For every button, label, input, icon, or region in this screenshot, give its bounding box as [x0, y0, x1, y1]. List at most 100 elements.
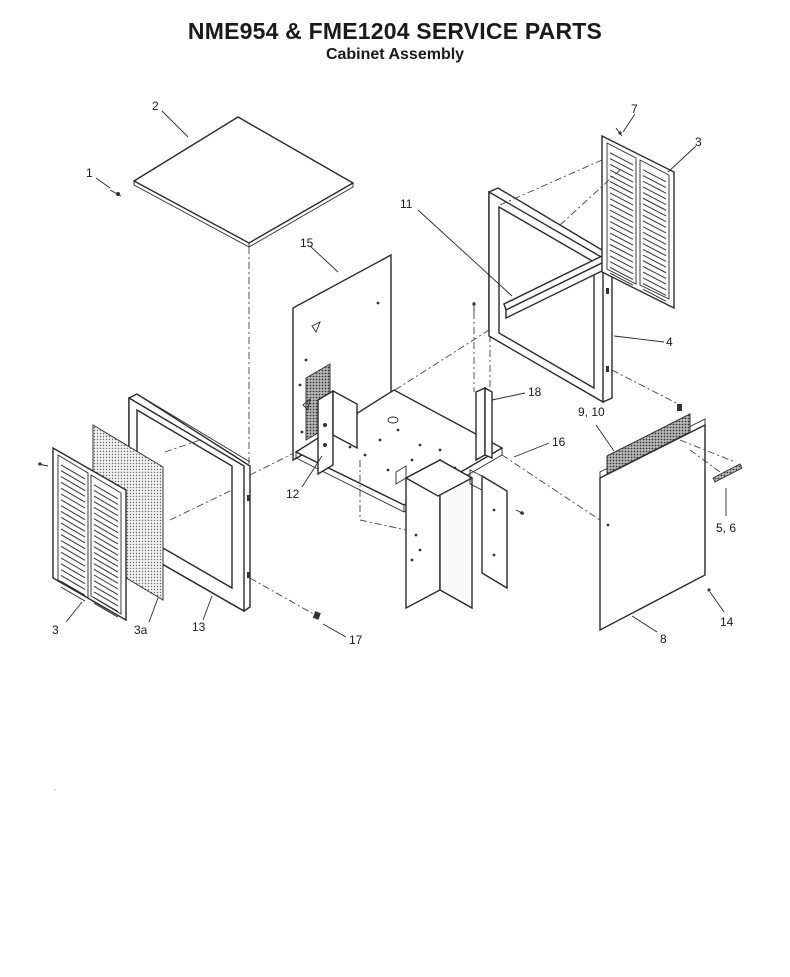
- crossbar-part-11: [503, 255, 605, 320]
- louver-slat: [93, 540, 119, 556]
- louver-slat: [642, 197, 667, 211]
- louver-slat: [609, 181, 634, 194]
- louver-slat: [609, 169, 634, 183]
- louver-slat: [93, 591, 119, 607]
- louver-slat: [60, 586, 86, 602]
- callout-4: 4: [666, 335, 673, 349]
- louver-slat: [60, 534, 86, 550]
- louver-slat: [642, 277, 667, 291]
- callout-9-10: 9, 10: [578, 405, 605, 419]
- louver-slat: [609, 272, 634, 286]
- louver-slat: [93, 597, 119, 612]
- louver-slat: [60, 481, 86, 497]
- louver-slat: [93, 518, 119, 534]
- top-panel: [132, 116, 355, 248]
- louver-slat: [642, 169, 667, 183]
- louver-slat: [609, 232, 634, 246]
- page-subtitle: Cabinet Assembly: [325, 46, 465, 63]
- screw-left: [37, 462, 49, 467]
- louver-slat: [642, 237, 667, 251]
- louver-slat: [642, 265, 667, 279]
- louver-slat: [93, 512, 119, 528]
- louver-slat: [609, 221, 634, 235]
- filter-strip-part-9-10: [606, 413, 691, 475]
- louver-slat: [93, 557, 119, 573]
- clip-part-17: [312, 611, 321, 620]
- louver-slat: [609, 249, 634, 263]
- louver-slat: [609, 152, 634, 166]
- callout-3-top: 3: [695, 135, 702, 149]
- screw-center: [515, 509, 525, 515]
- louver-slat: [609, 226, 634, 240]
- louver-slat: [60, 493, 86, 509]
- callout-12: 12: [286, 487, 300, 501]
- callout-2: 2: [152, 99, 159, 113]
- callout-labels: 2 1 7 3 11 15 4 18 9, 10 16 12 5, 6 3 3a…: [52, 99, 736, 647]
- louver-slat: [60, 522, 86, 538]
- louver-slat: [609, 255, 634, 269]
- louver-slat: [642, 283, 667, 296]
- louver-slat: [609, 266, 634, 280]
- louver-slat: [60, 528, 86, 544]
- louver-slat: [642, 243, 667, 257]
- louver-slat: [642, 226, 667, 240]
- louver-slat: [93, 568, 119, 584]
- louver-slat: [60, 511, 86, 526]
- louver-slat: [609, 238, 634, 252]
- louver-slat: [93, 484, 119, 500]
- callout-14: 14: [720, 615, 734, 629]
- fastener-part-5-6: [712, 463, 743, 483]
- louver-slat: [642, 180, 667, 194]
- louver-slat: [642, 209, 667, 223]
- bracket-part-12: [317, 389, 358, 476]
- louver-slat: [60, 470, 86, 486]
- louver-slat: [642, 288, 667, 302]
- louver-slat: [93, 552, 119, 567]
- louver-slat: [642, 271, 667, 285]
- louver-slat: [93, 602, 119, 618]
- louver-slat: [60, 476, 86, 491]
- louver-slat: [60, 545, 86, 561]
- louver-slat: [60, 516, 86, 532]
- louver-slat: [609, 163, 634, 177]
- louver-slat: [60, 551, 86, 567]
- guide-line-base-right: [501, 454, 601, 521]
- front-grille-left: [52, 446, 127, 622]
- louver-slat: [642, 248, 667, 262]
- screw-part-14: [707, 588, 711, 592]
- callout-7: 7: [631, 102, 638, 116]
- screw-post: [472, 302, 476, 312]
- louver-slat: [642, 192, 667, 206]
- callout-3-bottom: 3: [52, 623, 59, 637]
- callout-11: 11: [400, 197, 413, 211]
- louver-slat: [93, 563, 119, 579]
- louver-slat: [642, 203, 667, 217]
- louver-slat: [609, 192, 634, 206]
- louver-slat: [93, 529, 119, 545]
- control-box: [395, 458, 474, 610]
- louver-slat: [60, 575, 86, 590]
- louver-slat: [642, 214, 667, 228]
- louver-slat: [60, 580, 86, 596]
- screw-part-1: [109, 189, 122, 197]
- louver-slat: [93, 490, 119, 505]
- louver-slat: [642, 260, 667, 274]
- louver-slat: [642, 175, 667, 188]
- louver-slat: [60, 505, 86, 521]
- guide-line-filter: [169, 489, 233, 521]
- louver-slat: [93, 585, 119, 601]
- clip-right: [677, 404, 682, 411]
- guide-line-strip-2: [689, 449, 721, 473]
- louver-slat: [609, 244, 634, 257]
- guide-line-filter-top: [164, 439, 201, 453]
- callout-17: 17: [349, 633, 363, 647]
- guide-line-frame-right: [611, 369, 681, 406]
- callout-15: 15: [300, 236, 314, 250]
- callout-1: 1: [86, 166, 93, 180]
- guide-line-strip: [679, 439, 736, 463]
- louver-slat: [60, 563, 86, 579]
- callout-5-6: 5, 6: [716, 521, 736, 535]
- louver-slat: [609, 209, 634, 223]
